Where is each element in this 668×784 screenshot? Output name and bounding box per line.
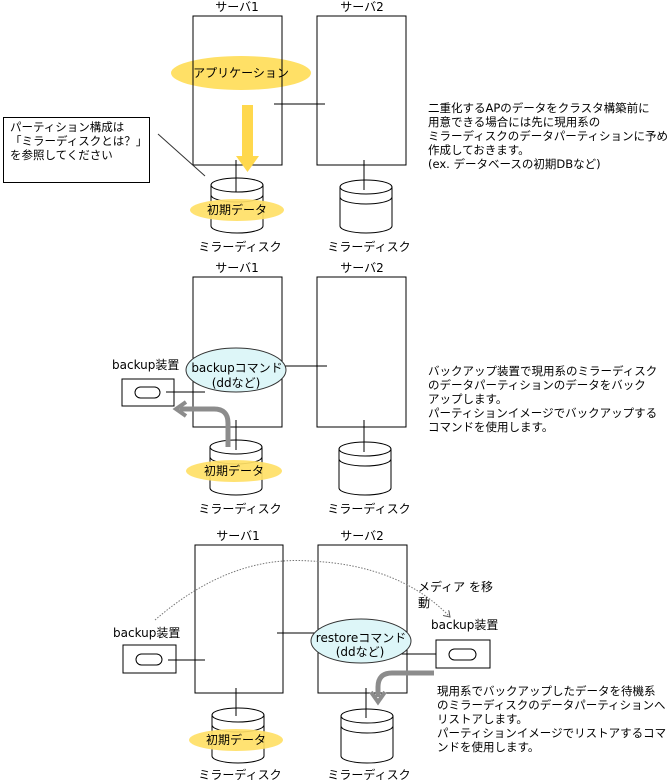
description-line: 二重化するAPのデータをクラスタ構築前に (428, 101, 650, 115)
step3-backup-device-left-label: backup装置 (113, 626, 181, 640)
step2-disk2-label: ミラーディスク (327, 502, 411, 516)
step1-server1-label: サーバ1 (215, 0, 259, 14)
mirror-disk-icon (340, 708, 394, 764)
initial-data-highlight (190, 199, 284, 221)
step3-group (122, 544, 491, 764)
description-line: ンドを使用します。 (437, 740, 540, 754)
description-line: パーティションイメージでバックアップする (428, 406, 658, 420)
step3-disk2-label: ミラーディスク (327, 768, 411, 782)
step3-command-line2: (ddなど) (335, 645, 385, 659)
step3-disk1-label: ミラーディスク (198, 768, 282, 782)
step2-server2-label: サーバ2 (340, 261, 384, 275)
backup-command-ellipse (185, 347, 287, 393)
callout-line: 「ミラーディスクとは？」 (10, 134, 148, 148)
step2-description: バックアップ装置で現用系のミラーディスク のデータパーティションのデータをバック… (428, 364, 657, 434)
backup-device-icon (122, 644, 177, 674)
partition-callout-box: パーティション構成は 「ミラーディスクとは？」 を参照してください (3, 117, 150, 183)
media-move-label-line1: メディア を移 (418, 580, 493, 594)
server2-box (316, 15, 407, 166)
step3-server2-label: サーバ2 (340, 529, 384, 543)
step2-initial-data-label: 初期データ (203, 464, 265, 478)
description-line: ミラーディスクのデータパーティションに予め (428, 129, 668, 143)
description-line: コマンドを使用します。 (428, 420, 554, 434)
step2-server1-label: サーバ1 (215, 261, 259, 275)
step2-command-line2: (ddなど) (211, 376, 261, 390)
description-line: 作成しておきます。 (428, 143, 530, 157)
server2-box (317, 544, 408, 694)
step1-disk1-label: ミラーディスク (198, 240, 282, 254)
mirror-disk-icon (338, 441, 392, 496)
step2-group (121, 276, 407, 496)
restore-command-ellipse (310, 618, 412, 664)
step3-description: 現用系でバックアップしたデータを待機系 のミラーディスクのデータパーティションへ… (437, 684, 666, 754)
step2-disk1-label: ミラーディスク (198, 502, 282, 516)
step3-server1-label: サーバ1 (216, 529, 260, 543)
restore-flow-arrow-icon (369, 670, 434, 706)
step3-command-line1: restoreコマンド (315, 631, 407, 645)
step3-initial-data-label: 初期データ (205, 733, 267, 747)
backup-device-icon (121, 378, 175, 407)
step1-description: 二重化するAPのデータをクラスタ構築前に 用意できる場合には先に現用系の ミラー… (428, 101, 668, 171)
step1-group (157, 15, 407, 234)
step2-command-line1: backupコマンド (191, 361, 283, 375)
description-line: のミラーディスクのデータパーティションへ (437, 698, 666, 712)
step1-initial-data-label: 初期データ (206, 203, 268, 217)
write-arrow-icon (236, 105, 259, 172)
backup-device-icon (435, 639, 491, 669)
server1-box (192, 15, 283, 166)
server2-box (316, 276, 407, 428)
description-line: のデータパーティションのデータをバック (428, 378, 646, 392)
backup-flow-arrow-icon (172, 400, 231, 437)
step1-server2-label: サーバ2 (340, 0, 384, 14)
media-move-label-line2: 動 (418, 596, 431, 610)
initial-data-highlight (186, 460, 282, 482)
description-line: アップします。 (428, 392, 508, 406)
initial-data-highlight (189, 729, 283, 751)
description-line: バックアップ装置で現用系のミラーディスク (428, 364, 658, 378)
step1-application-label: アプリケーション (193, 66, 289, 80)
description-line: 現用系でバックアップしたデータを待機系 (437, 684, 656, 698)
application-highlight (171, 56, 311, 90)
callout-leader-line (157, 133, 206, 177)
description-line: 用意できる場合には先に現用系の (428, 115, 601, 129)
server1-box (192, 276, 283, 428)
step2-backup-device-label: backup装置 (112, 358, 180, 372)
server1-box (194, 544, 284, 694)
step1-disk2-label: ミラーディスク (327, 240, 411, 254)
description-line: リストアします。 (437, 712, 528, 726)
description-line: (ex. データベースの初期DBなど) (428, 157, 601, 171)
callout-line: を参照してください (10, 148, 113, 162)
step3-backup-device-right-label: backup装置 (431, 618, 499, 632)
mirror-disk-icon (339, 179, 393, 234)
media-move-arrow-icon (154, 560, 450, 621)
description-line: パーティションイメージでリストアするコマ (437, 726, 667, 740)
callout-line: パーティション構成は (10, 120, 125, 134)
